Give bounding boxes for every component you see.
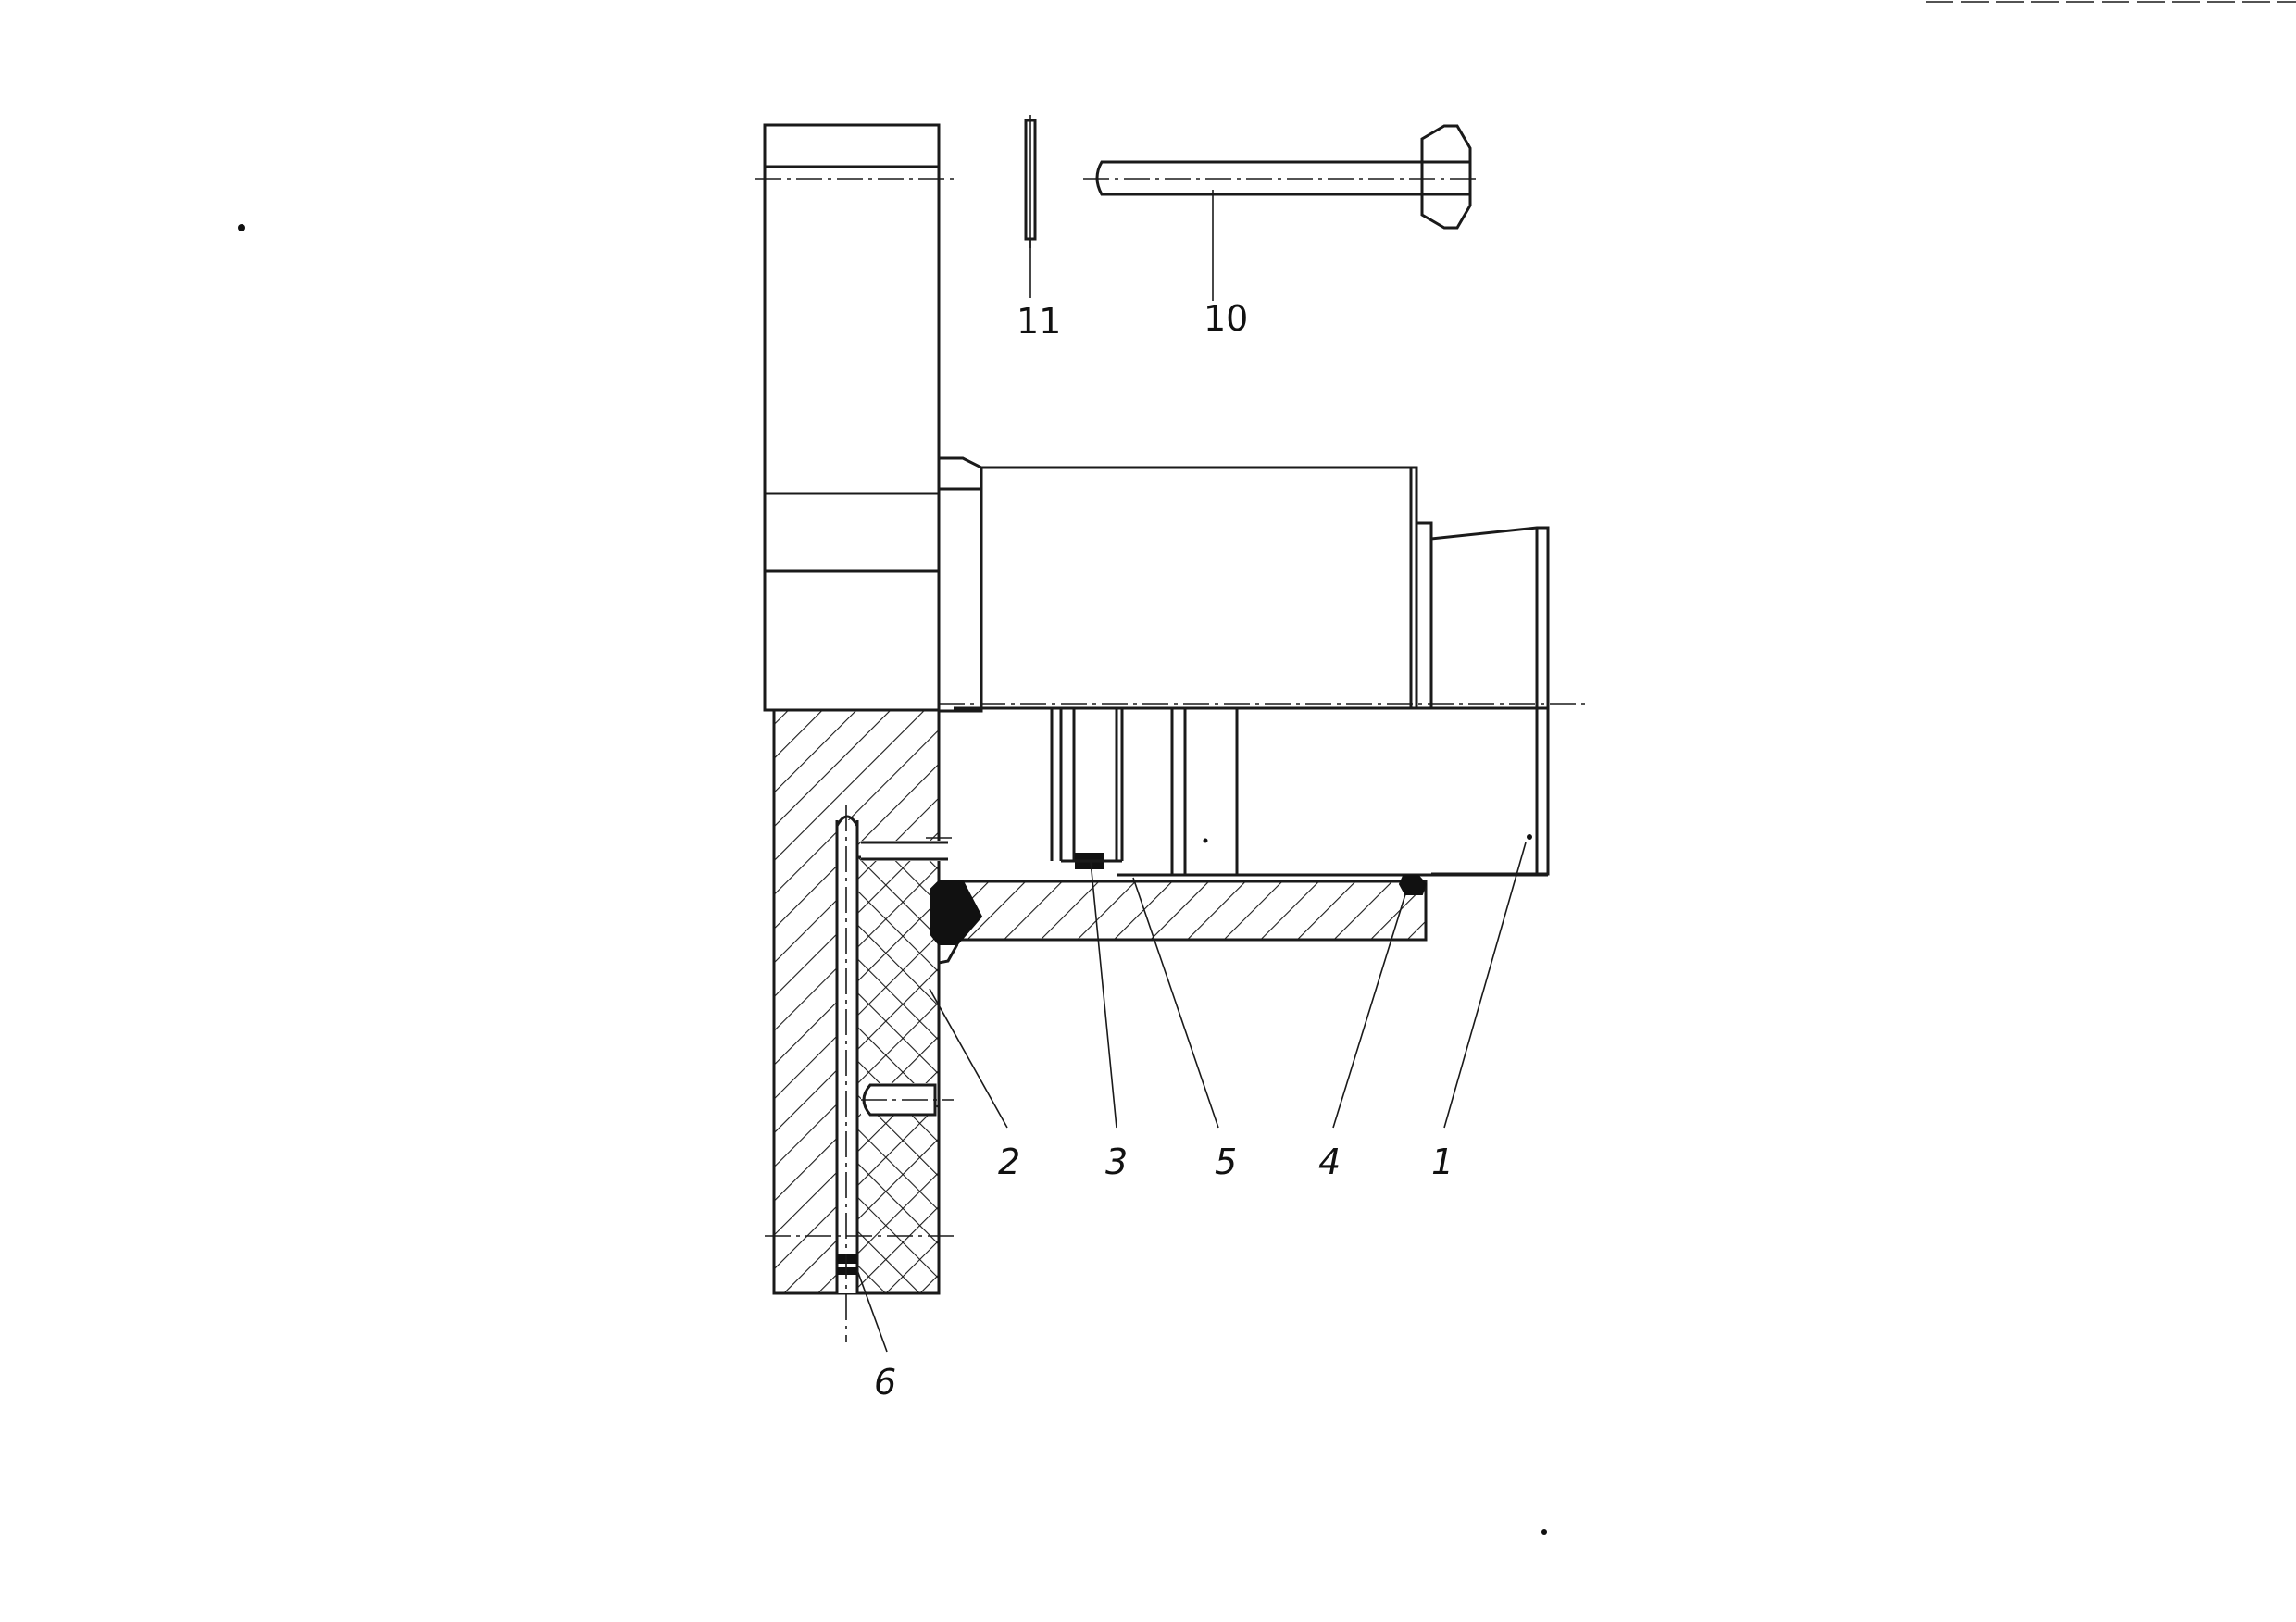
shaft-assembly [937, 456, 1589, 877]
scan-speck [238, 224, 245, 231]
callout-4: 4 [1318, 1142, 1341, 1182]
callout-10: 10 [1204, 298, 1248, 339]
callout-11: 11 [1017, 301, 1061, 342]
washer-part-11 [1024, 115, 1037, 298]
callout-6: 6 [874, 1362, 896, 1403]
callout-5: 5 [1215, 1142, 1237, 1182]
callout-3: 3 [1105, 1142, 1128, 1182]
scan-speck [1541, 1529, 1547, 1535]
leader-lines [856, 842, 1527, 1353]
callout-1: 1 [1431, 1142, 1454, 1182]
housing-section [930, 875, 1428, 965]
callout-2: 2 [998, 1142, 1020, 1182]
bolt-part-10 [1083, 124, 1479, 301]
flange-plate [763, 123, 948, 1295]
